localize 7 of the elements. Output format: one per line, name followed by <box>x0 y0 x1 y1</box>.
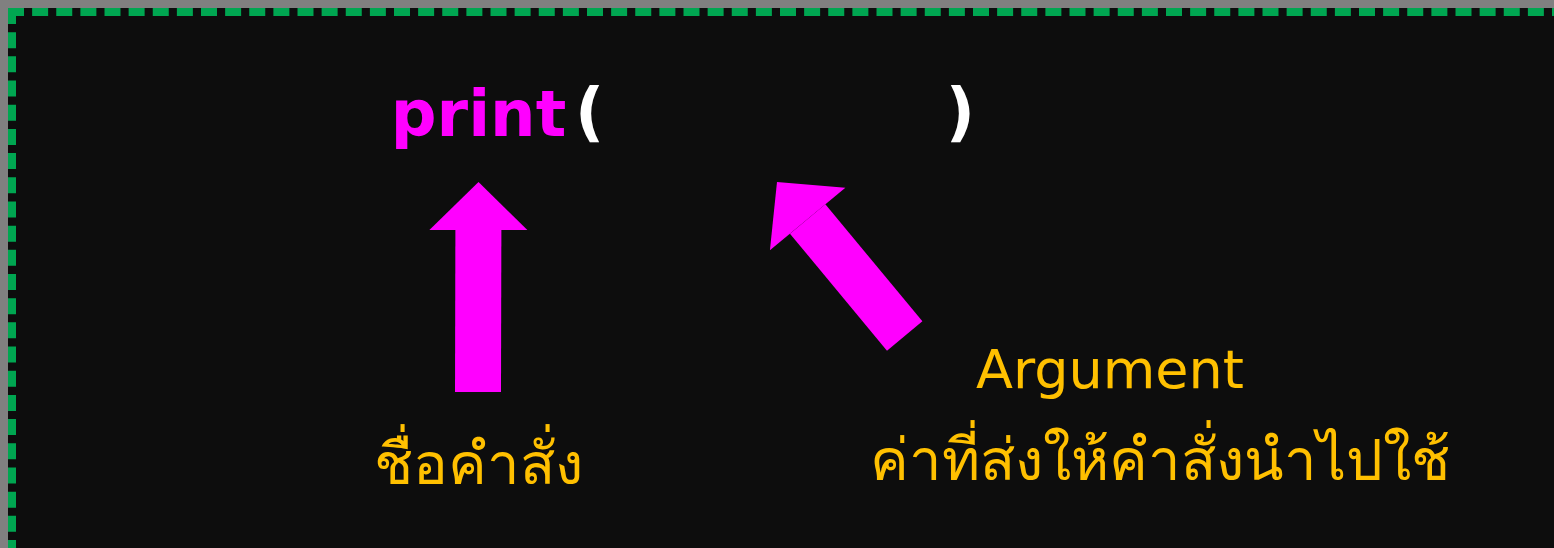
command-name: print <box>385 70 572 182</box>
block-arrow <box>769 182 923 351</box>
parenthesis: ) <box>945 80 975 144</box>
term-label: Argument <box>976 337 1244 403</box>
block-arrow <box>429 182 528 393</box>
parenthesis: ( <box>575 80 605 144</box>
caption-text: ชื่อคำสั่ง <box>330 392 626 514</box>
